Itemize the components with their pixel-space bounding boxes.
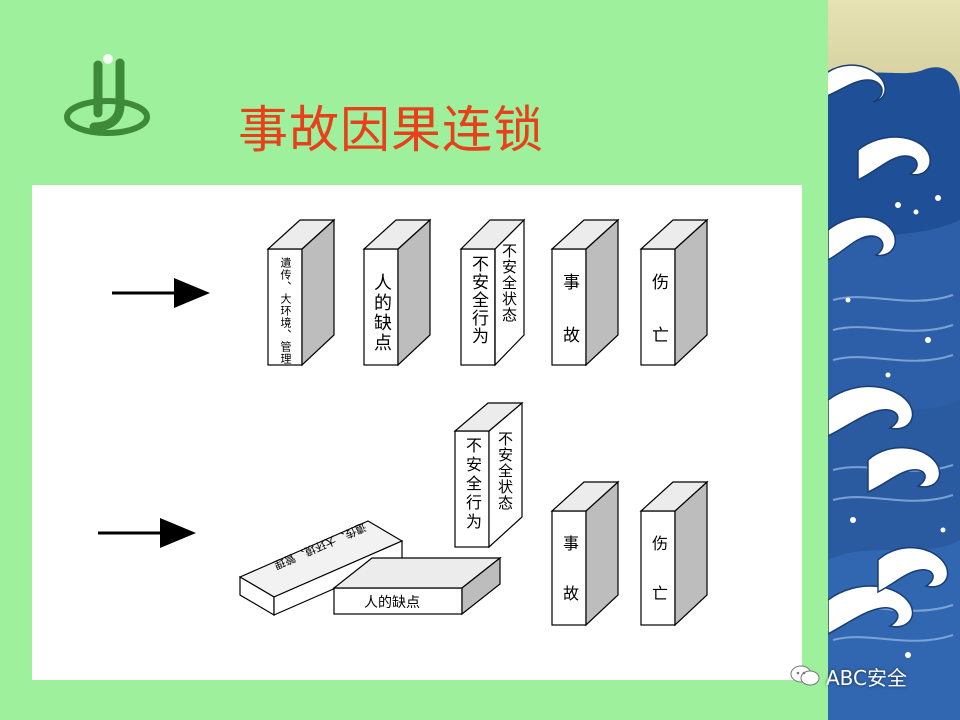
domino-heredity: [266, 218, 336, 367]
domino-personal-defect-fallen: [332, 556, 502, 616]
label-accident: 事故: [559, 273, 579, 379]
label-unsafe-condition: 不安全状态: [500, 243, 518, 323]
label-accident-row2: 事故: [560, 535, 579, 635]
label-heredity: 遺传、大环境、管理: [279, 257, 292, 365]
domino-injury: [639, 218, 709, 367]
label-injury-row2: 伤亡: [649, 535, 668, 635]
slide-title: 事故因果连锁: [238, 101, 544, 159]
label-personal-defect-fallen: 人的缺点: [364, 595, 420, 611]
watermark: ABC安全: [790, 663, 908, 690]
logo: [64, 54, 150, 136]
domino-graphics: [98, 218, 709, 627]
domino-accident: [550, 218, 620, 367]
domino-injury-row2: [639, 480, 709, 627]
domino-unsafe-act-tilted: [453, 401, 524, 549]
label-unsafe-act: 不安全行为: [468, 255, 488, 345]
label-personal-defect: 人的缺点: [371, 273, 392, 353]
domino-diagram: 遺传、大环境、管理 人的缺点 不安全行为 不安全状态 事故 伤亡 不安全行为 不…: [32, 185, 802, 680]
watermark-text: ABC安全: [826, 665, 908, 690]
domino-accident-row2: [550, 480, 620, 627]
domino-unsafe-act: [459, 218, 526, 367]
domino-personal-defect: [362, 218, 432, 367]
chat-bubble-icon: [790, 665, 820, 686]
wave-decoration: [828, 0, 960, 720]
label-unsafe-condition-row2: 不安全状态: [496, 431, 514, 511]
label-injury: 伤亡: [648, 273, 668, 379]
label-unsafe-act-row2: 不安全行为: [463, 437, 482, 532]
